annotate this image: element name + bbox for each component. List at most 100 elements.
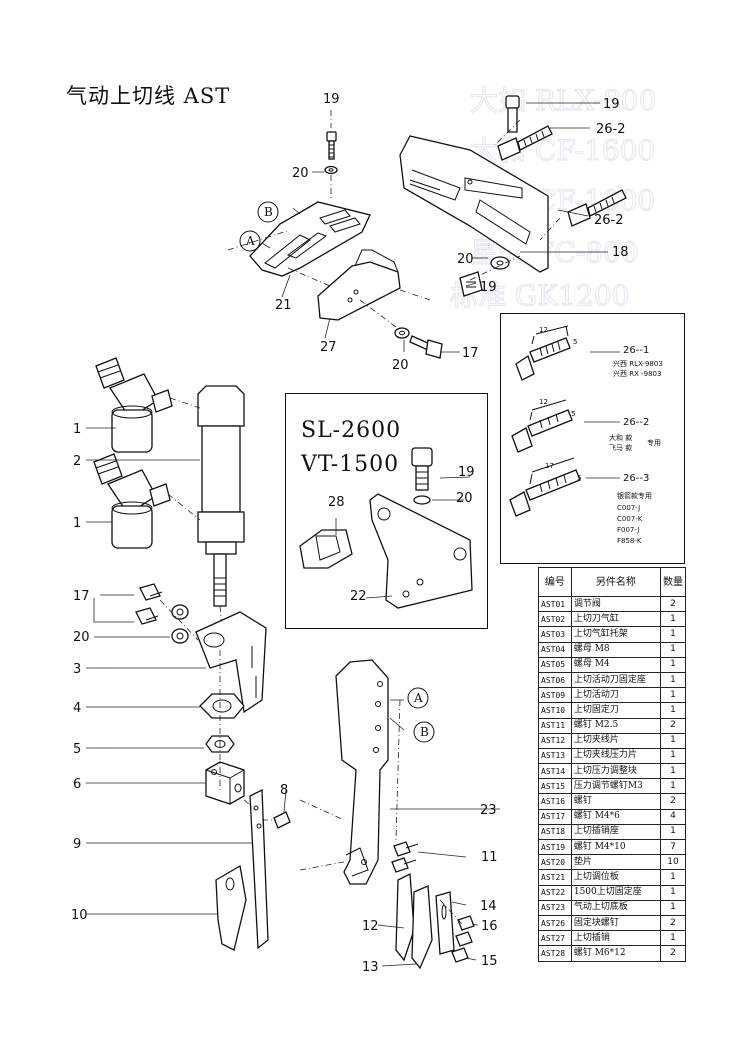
callout-13: 13: [362, 960, 379, 975]
part-quantity: 1: [659, 641, 687, 658]
column-header-qty: 数量: [659, 567, 687, 597]
dimension-label: 12: [539, 398, 548, 406]
part-name: 螺钉 M6*12: [570, 945, 661, 962]
part-name: 螺钉 M4*10: [570, 838, 661, 856]
part-code: AST26: [538, 914, 572, 932]
part-code: AST11: [538, 717, 572, 734]
part-name: 上切调位板: [570, 869, 661, 886]
callout-16: 16: [481, 919, 498, 934]
callout-5: 5: [73, 742, 81, 757]
part-quantity: 1: [659, 732, 687, 749]
callout-9: 9: [73, 837, 81, 852]
callout-circle-b-2: B: [420, 725, 429, 739]
part-quantity: 1: [659, 702, 687, 719]
part-code: AST23: [538, 899, 572, 916]
screw-detail-box: 12 5 26--1 兴西 RLX-9803 兴西 RX -9803 12 5 …: [500, 313, 685, 564]
screw-note: 兴西 RLX-9803: [613, 360, 663, 368]
part-code: AST04: [538, 641, 572, 658]
callout-circle-a: A: [245, 234, 255, 248]
callout-19: 19: [458, 465, 475, 480]
callout-20: 20: [456, 491, 473, 506]
part-code: AST09: [538, 687, 572, 704]
part-quantity: 1: [659, 671, 687, 689]
callout-17: 17: [462, 346, 479, 361]
part-quantity: 1: [659, 611, 687, 628]
part-quantity: 1: [659, 763, 687, 780]
dimension-label: 5: [577, 474, 582, 482]
model-name: VT-1500: [301, 452, 400, 477]
screw-note: C007-K: [617, 515, 643, 523]
callout-27: 27: [320, 340, 337, 355]
part-code: AST21: [538, 869, 572, 886]
part-quantity: 1: [659, 899, 687, 916]
part-name: 上切活动刀: [570, 687, 661, 704]
callout-6: 6: [73, 777, 81, 792]
part-code: AST27: [538, 930, 572, 947]
callout-2: 2: [73, 454, 81, 469]
screw-note: 兴西 RX -9803: [613, 370, 662, 378]
dimension-label: 12: [539, 326, 548, 334]
part-code: AST14: [538, 763, 572, 780]
screw-note: F007-J: [617, 526, 640, 534]
variant-model-box: SL-2600 VT-1500 19 20 28 22: [285, 393, 488, 629]
part-quantity: 1: [659, 656, 687, 673]
variant-parts: [299, 447, 473, 609]
screw-detail-drawings: [509, 325, 581, 517]
part-name: 1500上切固定座: [570, 884, 661, 901]
dimension-label: 5: [571, 410, 576, 418]
dimension-label: 17: [545, 462, 554, 470]
part-code: AST05: [538, 656, 572, 673]
callout-20: 20: [292, 166, 309, 181]
part-quantity: 1: [659, 884, 687, 901]
callout-21: 21: [275, 298, 292, 313]
screw-note: C007-J: [617, 504, 641, 512]
part-quantity: 2: [659, 595, 687, 613]
callout-circle-a-2: A: [413, 691, 423, 705]
part-code: AST13: [538, 747, 572, 765]
callout-14: 14: [480, 899, 497, 914]
part-code: AST17: [538, 808, 572, 825]
part-quantity: 2: [659, 793, 687, 810]
callout-26-2: 26-2: [596, 122, 626, 137]
valves-and-cylinder: [93, 357, 245, 631]
screw-note: 大和 款: [609, 434, 633, 442]
part-code: AST20: [538, 854, 572, 871]
screw-note: 银箭款专用: [617, 492, 652, 500]
part-code: AST10: [538, 702, 572, 719]
column-header-name: 另件名称: [570, 567, 661, 597]
part-code: AST03: [538, 626, 572, 643]
part-quantity: 2: [659, 914, 687, 932]
callout-12: 12: [362, 919, 379, 934]
part-quantity: 1: [659, 869, 687, 886]
part-name: 上切夹线压力片: [570, 747, 661, 765]
callout-18: 18: [612, 245, 629, 260]
part-name: 上切压力调整块: [570, 763, 661, 780]
screw-callout: 26--2: [623, 417, 650, 428]
svg-text:大和 CF-1600: 大和 CF-1600: [470, 134, 655, 167]
watermark: 大如 RLX-800 大和 CF-1600 宝宇 CF-1000 星火 FC-8…: [449, 83, 657, 312]
screw-callout: 26--1: [623, 345, 650, 356]
part-name: 螺母 M8: [570, 641, 661, 658]
part-code: AST28: [538, 945, 572, 962]
callout-11: 11: [481, 850, 498, 865]
table-header-row: 编号 另件名称 数量: [538, 567, 687, 597]
part-name: 上切气缸托架: [570, 626, 661, 643]
callout-3: 3: [73, 662, 81, 677]
part-name: 上切刀气缸: [570, 611, 661, 628]
